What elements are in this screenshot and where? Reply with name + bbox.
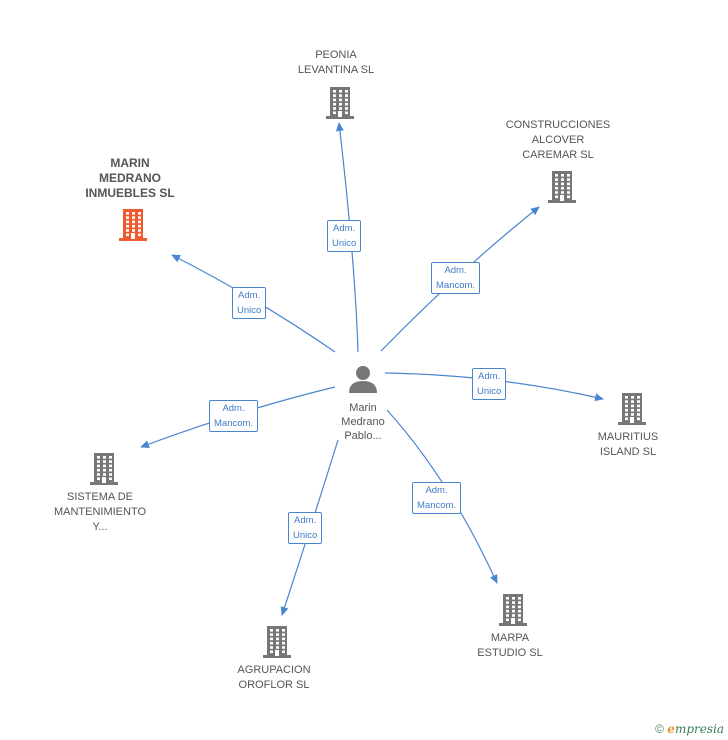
footer-brand: © empresia [655,722,724,736]
company-label-mauritius[interactable]: MAURITIUS ISLAND SL [597,431,659,458]
role-badge-agrupacion[interactable]: Adm. Unico [288,512,323,544]
role-badge-peonia[interactable]: Adm. Unico [327,220,362,252]
building-icon[interactable] [117,208,149,247]
building-icon[interactable] [261,625,293,664]
building-icon[interactable] [88,452,120,491]
role-badge-construcciones[interactable]: Adm. Mancom. [431,262,481,294]
building-icon[interactable] [616,392,648,431]
role-badge-sistema[interactable]: Adm. Mancom. [209,400,259,432]
building-icon[interactable] [324,86,356,125]
company-label-agrupacion[interactable]: AGRUPACION OROFLOR SL [237,664,311,691]
person-icon[interactable] [349,366,377,393]
company-label-marin[interactable]: MARIN MEDRANO INMUEBLES SL [85,156,175,200]
role-badge-marin[interactable]: Adm. Unico [232,287,267,319]
company-label-marpa[interactable]: MARPA ESTUDIO SL [477,632,543,659]
role-badge-mauritius[interactable]: Adm. Unico [472,368,507,400]
company-label-sistema[interactable]: SISTEMA DE MANTENIMIENTO Y... [53,491,147,533]
company-label-construcciones[interactable]: CONSTRUCCIONES ALCOVER CAREMAR SL [505,119,611,161]
center-person-label[interactable]: Marin Medrano Pablo... [341,402,385,442]
building-icon[interactable] [497,593,529,632]
company-label-peonia[interactable]: PEONIA LEVANTINA SL [297,49,375,76]
copyright-icon: © [655,722,664,736]
role-badge-marpa[interactable]: Adm. Mancom. [412,482,462,514]
brand-logo: empresia [667,722,724,736]
building-icon[interactable] [546,170,578,209]
